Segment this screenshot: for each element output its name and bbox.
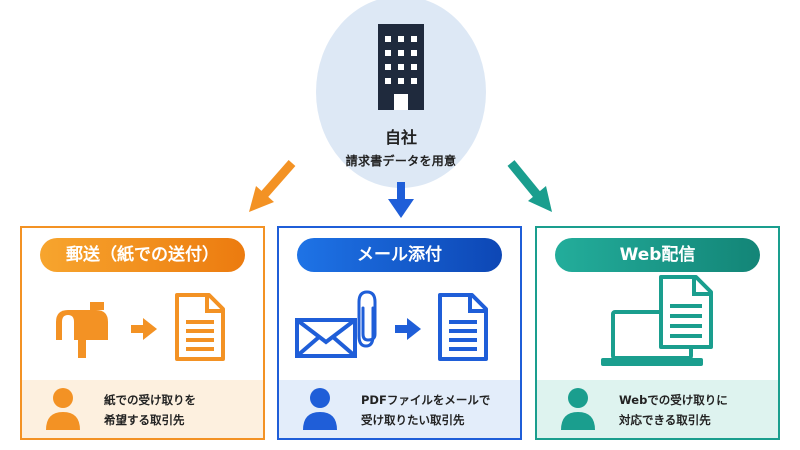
web-method-card: Web配信 Webでの受け取りに 対応できる取引先 <box>535 226 780 440</box>
web-method-label: Web配信 <box>555 238 760 272</box>
postal-recipient-box: 紙での受け取りを 希望する取引先 <box>22 380 263 438</box>
email-recipient-text: PDFファイルをメールで 受け取りたい取引先 <box>361 390 520 430</box>
email-method-card: メール添付 PDFファイルをメールで 受け取りたい取引先 <box>277 226 522 440</box>
mailbox-icon <box>56 302 108 358</box>
recipient-line: 受け取りたい取引先 <box>361 413 465 427</box>
web-recipient-box: Webでの受け取りに 対応できる取引先 <box>537 380 778 438</box>
arrow-right-icon <box>395 318 421 340</box>
postal-method-card: 郵送（紙での送付） 紙での受け取りを 希望する取引先 <box>20 226 265 440</box>
recipient-line: 希望する取引先 <box>104 413 185 427</box>
recipient-line: Webでの受け取りに <box>619 393 728 407</box>
postal-method-label: 郵送（紙での送付） <box>40 238 245 272</box>
document-icon <box>175 293 225 361</box>
document-icon <box>659 275 713 349</box>
document-icon <box>438 293 488 361</box>
web-recipient-text: Webでの受け取りに 対応できる取引先 <box>619 390 778 430</box>
flow-arrows <box>249 160 552 218</box>
building-icon <box>378 24 424 110</box>
arrow-to-email-icon <box>388 182 414 218</box>
arrow-to-web-icon <box>507 160 552 212</box>
recipient-line: 対応できる取引先 <box>619 413 711 427</box>
recipient-line: 紙での受け取りを <box>104 393 196 407</box>
person-icon <box>561 388 595 430</box>
company-title: 自社 <box>384 128 417 147</box>
paperclip-icon <box>357 290 377 348</box>
recipient-line: PDFファイルをメールで <box>361 393 491 407</box>
postal-recipient-text: 紙での受け取りを 希望する取引先 <box>104 390 263 430</box>
arrow-right-icon <box>131 318 157 340</box>
email-method-label: メール添付 <box>297 238 502 272</box>
arrow-to-postal-icon <box>249 160 296 212</box>
company-subtitle: 請求書データを用意 <box>345 154 457 168</box>
person-icon <box>46 388 80 430</box>
person-icon <box>303 388 337 430</box>
email-recipient-box: PDFファイルをメールで 受け取りたい取引先 <box>279 380 520 438</box>
envelope-icon <box>295 318 357 358</box>
